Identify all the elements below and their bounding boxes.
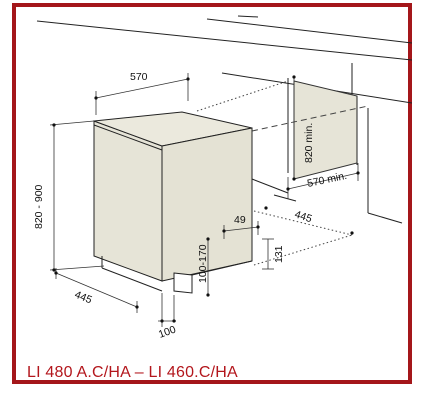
dim-niche-height-label: 820 min. — [303, 123, 315, 163]
dim-width-top: 570 — [94, 71, 190, 115]
dim-height: 820 - 900 — [33, 120, 105, 272]
dim-plinth-depth: 100 — [157, 293, 178, 341]
niche — [196, 78, 403, 224]
dim-toe-kick: 49 — [222, 214, 260, 239]
dim-niche-height: 820 min. — [292, 75, 315, 181]
dim-depth: 445 — [54, 268, 139, 313]
countertop-outline — [36, 15, 412, 104]
dim-niche-depth: 445 — [253, 206, 354, 266]
dim-width-top-label: 570 — [130, 71, 148, 83]
dim-depth-label: 445 — [73, 289, 94, 307]
dim-toe-kick-label: 49 — [234, 214, 246, 226]
dim-plinth-height: 100-170 — [197, 237, 210, 297]
model-caption: LI 480 A.C/HA – LI 460.C/HA — [27, 364, 238, 381]
dim-height-label: 820 - 900 — [33, 184, 45, 229]
dishwasher-body — [93, 111, 253, 294]
dim-gap-label: 131 — [273, 245, 285, 263]
dim-gap: 131 — [262, 238, 285, 270]
installation-diagram: 570 820 - 900 445 100 100-170 49 — [33, 15, 412, 341]
dim-plinth-depth-label: 100 — [157, 323, 178, 340]
dim-niche-depth-label: 445 — [293, 208, 314, 225]
dim-plinth-height-label: 100-170 — [197, 244, 209, 283]
